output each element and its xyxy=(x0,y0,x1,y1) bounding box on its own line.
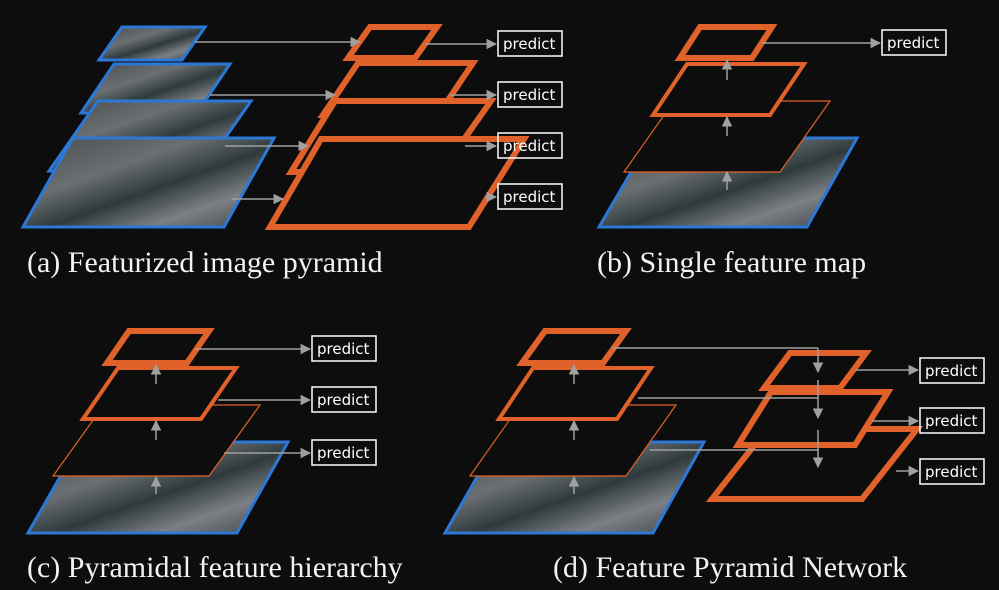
svg-text:predict: predict xyxy=(503,137,556,155)
svg-text:predict: predict xyxy=(925,412,978,430)
feature-layer-4 xyxy=(264,136,530,230)
svg-text:predict: predict xyxy=(317,391,370,409)
predict-box-a1: predict xyxy=(497,30,563,57)
predict-box-a2: predict xyxy=(497,81,563,108)
image-layer-4 xyxy=(20,136,277,229)
predict-box-c2: predict xyxy=(311,386,377,413)
svg-text:predict: predict xyxy=(503,86,556,104)
predict-box-c1: predict xyxy=(311,335,377,362)
panel-b: predict xyxy=(596,24,947,229)
caption-a: (a) Featurized image pyramid xyxy=(27,246,383,279)
svg-text:predict: predict xyxy=(503,35,556,53)
feature-layer-top xyxy=(674,24,778,61)
image-layer-1 xyxy=(96,25,208,62)
predict-box-b: predict xyxy=(881,29,947,56)
svg-text:predict: predict xyxy=(503,188,556,206)
bottom-up-feature-top xyxy=(516,328,632,366)
predict-box-c3: predict xyxy=(311,439,377,466)
feature-layer-mid xyxy=(79,366,240,421)
caption-c: (c) Pyramidal feature hierarchy xyxy=(27,551,403,584)
caption-b: (b) Single feature map xyxy=(597,246,867,279)
caption-d: (d) Feature Pyramid Network xyxy=(553,551,908,584)
svg-text:predict: predict xyxy=(925,463,978,481)
panel-c: predict predict predict xyxy=(25,328,377,535)
predict-box-a4: predict xyxy=(497,183,563,210)
predict-box-d1: predict xyxy=(919,357,985,384)
predict-box-d3: predict xyxy=(919,458,985,485)
panel-a: predict predict predict predict xyxy=(20,24,563,230)
svg-text:predict: predict xyxy=(317,340,370,358)
panel-d: predict predict predict xyxy=(442,328,985,535)
top-down-feature-top xyxy=(758,350,872,391)
predict-box-d2: predict xyxy=(919,407,985,434)
svg-text:predict: predict xyxy=(925,362,978,380)
feature-layer-top xyxy=(101,328,215,366)
svg-text:predict: predict xyxy=(317,444,370,462)
feature-layer-mid xyxy=(649,62,808,117)
feature-layer-1 xyxy=(342,24,443,61)
bottom-up-feature-mid xyxy=(495,366,655,421)
svg-text:predict: predict xyxy=(887,34,940,52)
predict-box-a3: predict xyxy=(497,132,563,159)
